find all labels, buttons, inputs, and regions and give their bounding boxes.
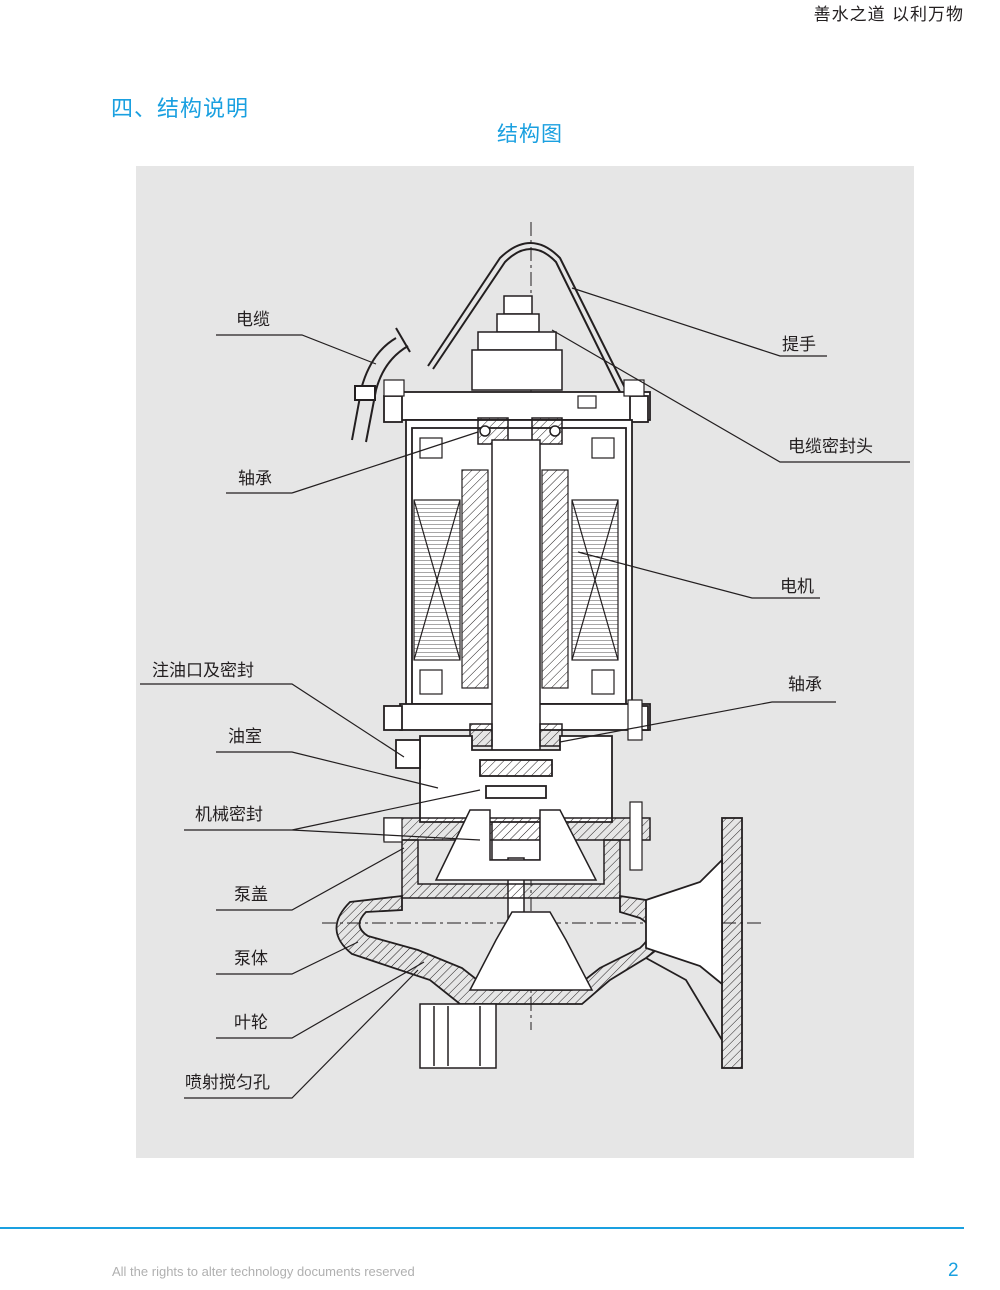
- part-labels: 电缆 提手 轴承 电缆密封头 电机 注油口及密封 轴承 油室 机械密封 泵盖 泵…: [152, 310, 873, 1093]
- stator-drawing: [413, 437, 619, 695]
- page-number: 2: [948, 1260, 959, 1281]
- bolts-drawing: [383, 379, 645, 871]
- label-bearing-top: 轴承: [238, 469, 272, 489]
- label-pump-cover: 泵盖: [234, 885, 268, 905]
- handle-drawing: [427, 242, 627, 393]
- label-oil-inlet-seal: 注油口及密封: [152, 661, 254, 681]
- footer-rights-text: All the rights to alter technology docum…: [112, 1264, 415, 1279]
- footer-divider: [0, 1227, 964, 1229]
- cable-seal-head-drawing: [471, 295, 563, 391]
- oil-chamber-drawing: [395, 735, 613, 823]
- label-impeller: 叶轮: [234, 1013, 268, 1033]
- section-title: 四、结构说明: [111, 97, 250, 122]
- pump-cover-drawing: [383, 809, 651, 899]
- rotor-drawing: [461, 469, 569, 689]
- base-stand-drawing: [419, 1003, 497, 1069]
- label-handle: 提手: [782, 335, 816, 355]
- label-cable-seal-head: 电缆密封头: [788, 437, 873, 457]
- figure-title: 结构图: [497, 122, 563, 146]
- cable-drawing: [351, 327, 411, 443]
- leader-lines: [140, 287, 910, 1099]
- label-mechanical-seal: 机械密封: [195, 805, 263, 825]
- outlet-flange-drawing: [645, 817, 743, 1069]
- label-cable: 电缆: [236, 310, 270, 330]
- label-motor: 电机: [780, 577, 814, 597]
- label-pump-body: 泵体: [234, 949, 268, 969]
- label-jet-mixing-hole: 喷射搅匀孔: [185, 1073, 270, 1093]
- lower-bearing-drawing: [469, 723, 563, 747]
- shaft-drawing: [491, 439, 541, 919]
- label-bearing-bottom: 轴承: [788, 675, 822, 695]
- pump-body-outline: [468, 911, 594, 991]
- label-oil-chamber: 油室: [228, 727, 262, 747]
- header-slogan: 善水之道 以利万物: [813, 5, 964, 25]
